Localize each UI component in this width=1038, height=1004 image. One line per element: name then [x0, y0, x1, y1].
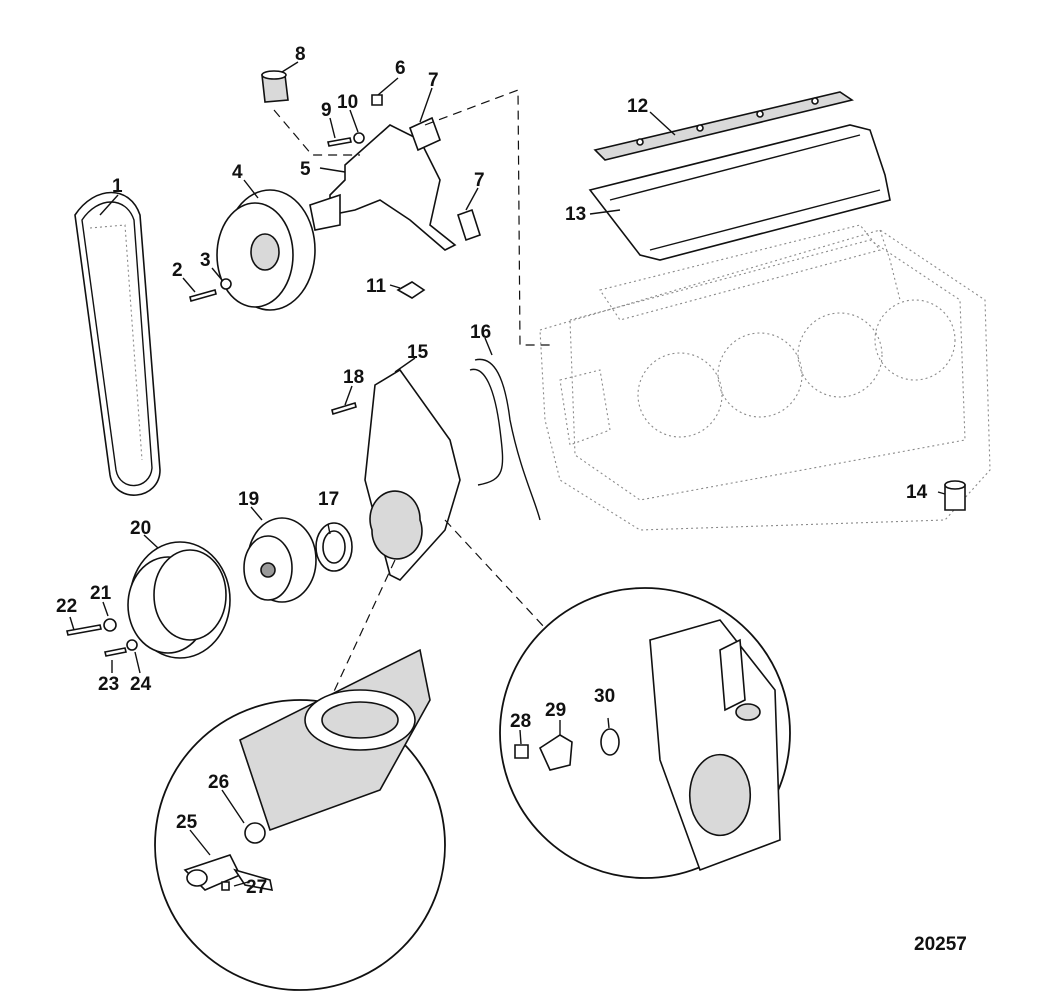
part-23-bolt: [104, 647, 127, 657]
callout-7a: 7: [428, 70, 439, 91]
callout-25: 25: [176, 812, 198, 833]
callouts: 1 2 3 4 5 6 7 7 8 9 10 11 12 13 14 15 16…: [56, 44, 928, 898]
part-2-bolt: [189, 289, 217, 302]
figure-reference-number: 20257: [914, 934, 967, 955]
part-18-bolt: [331, 401, 357, 416]
callout-28: 28: [510, 711, 531, 732]
callout-11: 11: [366, 276, 387, 297]
callout-3: 3: [200, 250, 211, 271]
callout-20: 20: [130, 518, 151, 539]
part-20-damper-pulley: [127, 541, 231, 659]
detail-circle-right: [499, 587, 791, 879]
callout-21: 21: [90, 583, 112, 604]
part-19-hub: [243, 517, 317, 603]
part-12-gasket: [593, 91, 854, 161]
callout-18: 18: [343, 367, 364, 388]
callout-2: 2: [172, 260, 183, 281]
part-7-gasket-b: [457, 208, 481, 242]
callout-29: 29: [545, 700, 566, 721]
callout-24: 24: [130, 674, 152, 695]
callout-26: 26: [208, 772, 229, 793]
part-15-timing-cover: [364, 368, 461, 581]
callout-5: 5: [300, 159, 311, 180]
callout-10: 10: [337, 92, 358, 113]
callout-12: 12: [627, 96, 648, 117]
callout-15: 15: [407, 342, 429, 363]
detail-circle-left: [154, 648, 446, 991]
engine-block-phantom: [539, 224, 991, 531]
callout-9: 9: [321, 100, 332, 121]
part-24-washer: [126, 639, 138, 651]
part-16-gasket: [469, 358, 541, 521]
part-11-clip: [396, 281, 426, 299]
callout-8: 8: [295, 44, 306, 65]
callout-14: 14: [906, 482, 928, 503]
part-7-gasket-a: [408, 116, 442, 152]
callout-17: 17: [318, 489, 339, 510]
leader-lines: [69, 61, 946, 887]
part-13-valley-cover: [588, 124, 891, 261]
part-1-drive-belt: [74, 191, 161, 496]
part-17-seal: [315, 522, 353, 572]
callout-16: 16: [470, 322, 491, 343]
callout-6: 6: [395, 58, 406, 79]
callout-30: 30: [594, 686, 615, 707]
callout-4: 4: [232, 162, 243, 183]
part-4-pulley: [216, 189, 316, 311]
callout-22: 22: [56, 596, 77, 617]
part-14-dowel: [944, 480, 966, 511]
part-8-fitting: [261, 70, 289, 103]
part-9-bolt: [327, 137, 352, 147]
part-22-bolt: [66, 624, 102, 636]
part-10-washer: [353, 132, 365, 144]
callout-27: 27: [246, 877, 267, 898]
part-6-plug: [371, 94, 383, 106]
callout-1: 1: [112, 176, 123, 197]
callout-7b: 7: [474, 170, 485, 191]
callout-23: 23: [98, 674, 119, 695]
callout-13: 13: [565, 204, 586, 225]
callout-19: 19: [238, 489, 259, 510]
part-21-washer: [103, 618, 117, 632]
part-3-washer: [220, 278, 232, 290]
